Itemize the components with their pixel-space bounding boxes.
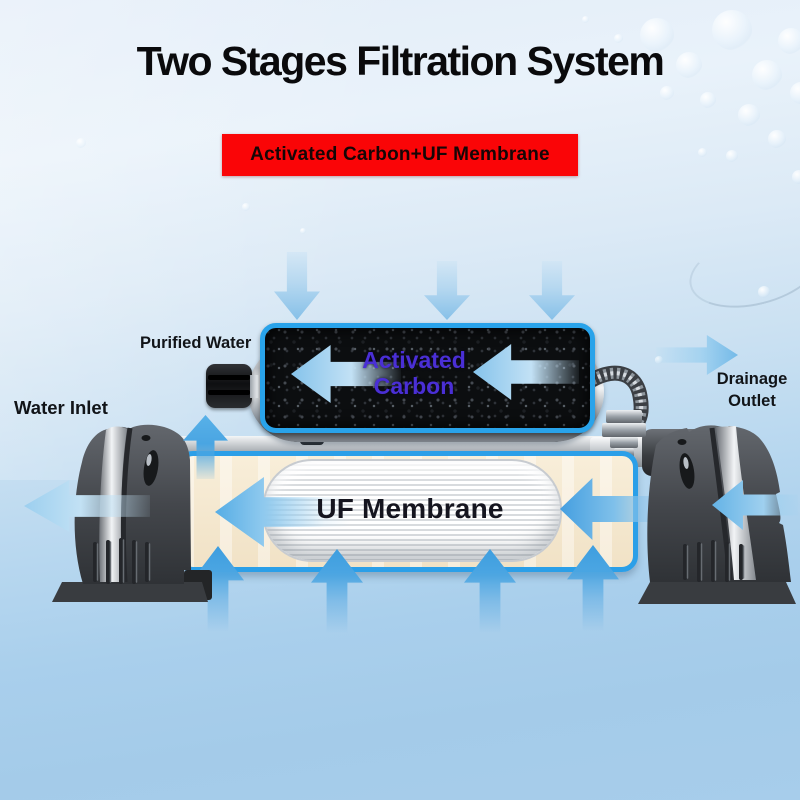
arrow-down-icon (529, 261, 575, 320)
arrow-down-icon (424, 261, 470, 320)
water-bubble-icon (700, 92, 716, 108)
water-bubble-icon (640, 18, 674, 52)
water-bubble-icon (752, 60, 782, 90)
water-bubble-icon (768, 130, 786, 148)
page-title: Two Stages Filtration System (136, 38, 665, 84)
water-bubble-icon (790, 82, 800, 104)
water-ripple-icon (681, 219, 800, 321)
subtitle-banner: Activated Carbon+UF Membrane (222, 134, 578, 176)
water-inlet-label: Water Inlet (14, 397, 108, 418)
water-bubble-icon (778, 28, 800, 54)
mount-bracket-icon (638, 425, 796, 604)
water-bubble-icon (660, 86, 674, 100)
drainage-outlet-label-line2: Outlet (728, 392, 776, 410)
activated-carbon-label: Activated Carbon (330, 347, 498, 399)
water-bubble-icon (726, 150, 738, 162)
water-bubble-icon (676, 52, 702, 78)
uf-membrane-label: UF Membrane (316, 492, 504, 524)
water-droplet-icon (758, 286, 770, 298)
arrow-down-icon (274, 252, 320, 320)
drainage-outlet-label: Drainage Outlet (702, 368, 800, 412)
purified-water-fitting (206, 364, 252, 408)
water-droplet-icon (242, 203, 250, 211)
water-bubble-icon (712, 10, 752, 50)
water-bubble-icon (792, 170, 800, 184)
drainage-outlet-label-line1: Drainage (716, 370, 788, 388)
activated-carbon-label-line1: Activated (362, 347, 466, 373)
water-droplet-icon (300, 228, 306, 234)
purified-water-label: Purified Water (140, 334, 252, 352)
water-droplet-icon (582, 16, 589, 23)
water-droplet-icon (614, 34, 623, 43)
fitting-groove (208, 390, 250, 395)
activated-carbon-label-line2: Carbon (373, 373, 455, 399)
water-bubble-icon (738, 104, 760, 126)
mount-bracket-icon (52, 424, 212, 602)
water-droplet-icon (76, 138, 86, 148)
fitting-groove (208, 375, 250, 380)
water-droplet-icon (698, 148, 707, 157)
subtitle-banner-label: Activated Carbon+UF Membrane (250, 144, 550, 165)
